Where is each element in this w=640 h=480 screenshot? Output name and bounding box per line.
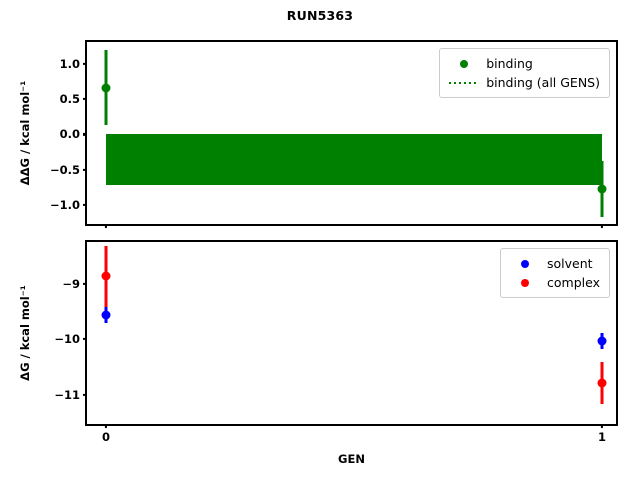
legend-label: solvent [547,256,593,271]
top-y-ticklabel: 0.5 [59,92,80,107]
bottom-y-tickmark [83,282,87,285]
legend-item-solvent[interactable]: solvent [508,254,600,273]
bottom-y-tickmark [83,338,87,341]
legend-item-complex[interactable]: complex [508,273,600,292]
bottom-y-ticklabel: −11 [54,387,80,402]
top-y-tickmark [83,62,87,65]
bottom-x-tickmark [104,424,108,428]
legend-marker-icon [508,278,542,287]
legend-item-binding-all-gens[interactable]: binding (all GENS) [447,73,600,92]
bottom-panel-plot-area [87,242,616,424]
bottom-x-tickmark [600,424,604,428]
bottom-panel-axes: ΔG / kcal mol⁻¹ −9 −10 −11 0 1 [18,240,618,444]
top-y-ticklabel: −1.0 [49,198,80,212]
solvent-datapoint [597,336,607,346]
binding-datapoint [597,184,607,194]
bottom-y-tickmark [83,393,87,396]
top-y-tickmark [83,98,87,101]
binding-datapoint [101,83,111,92]
top-panel-axes: ΔΔG / kcal mol⁻¹ 1.0 0.5 0.0 −0.5 −1.0 [18,40,618,228]
top-panel-legend: binding binding (all GENS) [439,48,610,98]
top-y-tickmark [83,133,87,136]
solvent-datapoint [101,310,111,320]
top-y-tickmark [83,168,87,171]
legend-label: binding (all GENS) [486,75,600,90]
x-axis-ticklabel: 0 [101,430,111,444]
bottom-panel-y-axis-label: ΔG / kcal mol⁻¹ [18,285,32,381]
x-axis-label: GEN [338,452,365,466]
legend-label: binding [486,56,533,71]
top-x-tickmark [104,224,108,228]
top-panel-y-axis-label: ΔΔG / kcal mol⁻¹ [18,80,32,186]
x-axis-ticklabel: 1 [597,430,607,444]
bottom-y-ticklabel: −9 [62,276,80,291]
top-y-ticklabel: −0.5 [49,162,80,177]
binding-all-gens-band [106,134,602,186]
top-panel-plot-area [87,42,616,224]
legend-label: complex [547,275,600,290]
top-y-ticklabel: 1.0 [59,56,80,71]
legend-marker-icon [508,259,542,268]
top-y-tickmark [83,203,87,207]
chart-title: RUN5363 [286,8,354,23]
legend-marker-icon [447,59,481,68]
bottom-panel-legend: solvent complex [500,248,610,298]
top-x-tickmark [600,224,604,228]
top-y-ticklabel: 0.0 [59,127,80,142]
bottom-y-ticklabel: −10 [54,332,80,347]
legend-dotted-line-icon [447,81,481,84]
legend-item-binding[interactable]: binding [447,54,600,73]
complex-datapoint [597,378,607,388]
complex-datapoint [101,271,111,281]
